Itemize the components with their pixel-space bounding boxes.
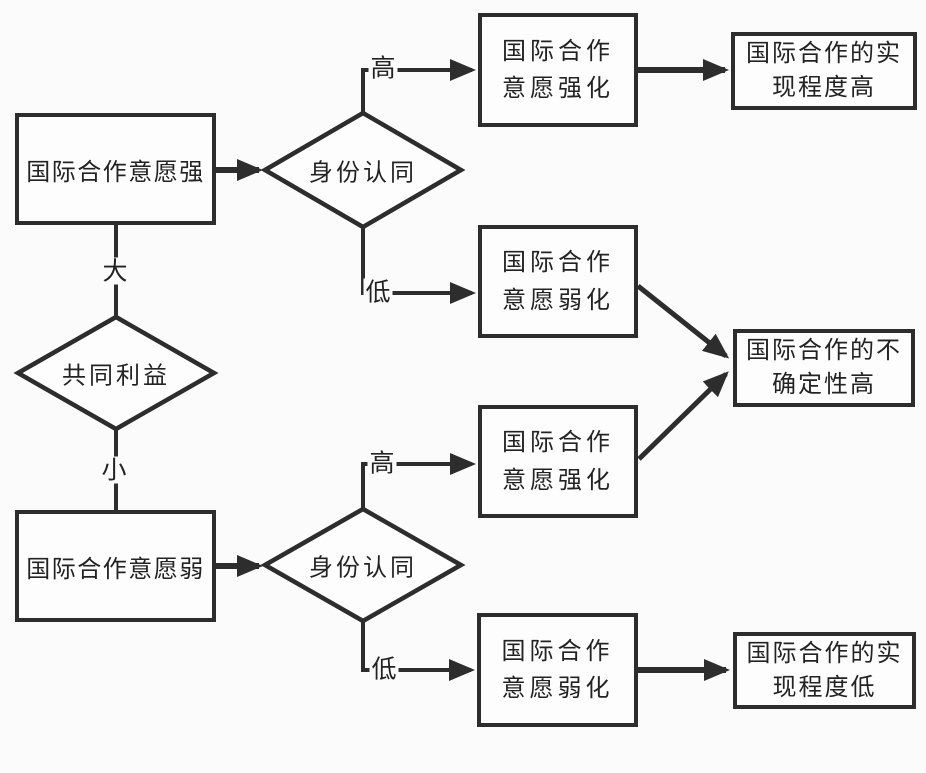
- node-realization-high: 国际合作的实 现程度高: [731, 32, 917, 110]
- node-weaken-upper: 国际合作 意愿弱化: [478, 225, 638, 338]
- label-identity-bottom: 身份认同: [309, 553, 417, 582]
- node-will-strong: 国际合作意愿强: [15, 113, 216, 225]
- edge-label-interest-small: 小: [99, 455, 129, 485]
- edge-label-identity-top-high: 高: [368, 53, 398, 83]
- edge-identitytop-high: [361, 59, 476, 113]
- edge-identitybottom-low: [361, 621, 475, 681]
- edge-label-identity-bottom-high: 高: [367, 448, 397, 478]
- edge-strengthenlower-to-uncertainty: [637, 371, 729, 461]
- node-will-weak: 国际合作意愿弱: [15, 510, 216, 622]
- node-uncertainty-high: 国际合作的不 确定性高: [733, 329, 915, 407]
- node-weaken-bottom: 国际合作 意愿弱化: [477, 613, 638, 727]
- diamond-identity-bottom: [260, 506, 466, 624]
- label-common-interest: 共同利益: [62, 361, 170, 390]
- edge-label-identity-top-low: 低: [363, 277, 393, 307]
- edge-weakenupper-to-uncertainty: [636, 284, 730, 359]
- edge-label-identity-bottom-low: 低: [369, 654, 399, 684]
- node-realization-low: 国际合作的实 现程度低: [733, 632, 916, 709]
- diamond-identity-top: [260, 110, 466, 230]
- diamond-common-interest: [13, 314, 219, 432]
- node-strengthen-lower: 国际合作 意愿强化: [478, 405, 638, 518]
- label-identity-top: 身份认同: [309, 158, 417, 187]
- edge-identitybottom-high: [361, 453, 476, 509]
- edge-identitytop-low: [361, 227, 476, 304]
- node-strengthen-top: 国际合作 意愿强化: [478, 13, 638, 127]
- edge-label-interest-large: 大: [100, 256, 130, 286]
